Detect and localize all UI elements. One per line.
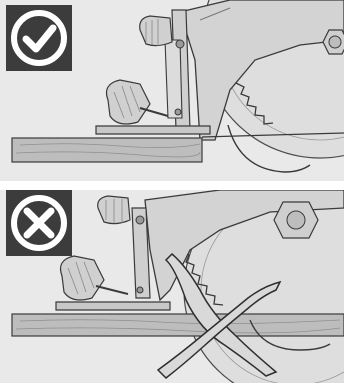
base-shoe	[56, 302, 170, 310]
arbor-bolt	[274, 202, 318, 238]
correct-usage-panel	[0, 0, 344, 181]
workpiece-board	[12, 314, 344, 336]
checkmark-in-circle-icon	[6, 5, 72, 71]
depth-lever-knob	[140, 16, 172, 46]
x-in-circle-icon	[6, 190, 72, 256]
incorrect-usage-panel	[0, 190, 344, 383]
base-shoe	[96, 126, 210, 134]
depth-lever-knob	[98, 196, 130, 224]
workpiece-board	[12, 138, 202, 162]
